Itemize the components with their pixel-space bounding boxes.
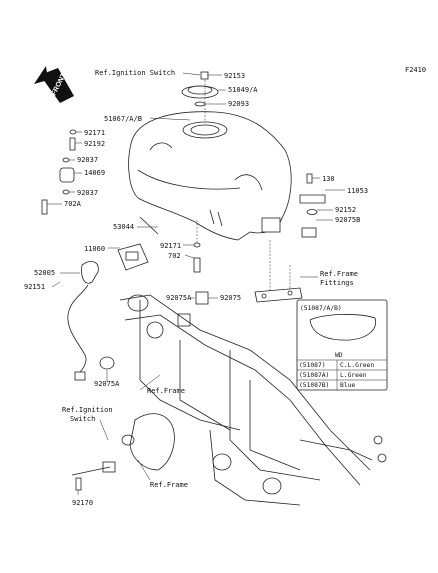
inset-row-1-desc: C.L.Green xyxy=(340,362,374,369)
fuel-tank xyxy=(128,111,292,241)
inset-row-2-desc: L.Green xyxy=(340,372,367,379)
callout-92171-a: 92171 xyxy=(84,129,105,137)
left-fuel-parts xyxy=(41,129,77,215)
inset-note: WD xyxy=(335,352,343,359)
callout-ref-frame-bottom: Ref.Frame xyxy=(150,481,188,489)
frame-fittings-bracket xyxy=(254,287,303,303)
callout-92171-b: 92171 xyxy=(160,242,181,250)
fuel-sensor-assembly xyxy=(67,261,99,381)
callout-14069: 14069 xyxy=(84,169,105,177)
callout-51049: 51049/A xyxy=(228,86,258,94)
figure-code: F2410 xyxy=(405,66,426,74)
callout-ref-frame-mid: Ref.Frame xyxy=(147,387,185,395)
emblem-inset: (51087/A/B) WD (51087) C.L.Green (51087A… xyxy=(296,299,388,391)
steering-head-area xyxy=(71,413,175,491)
callout-ref-frame-fittings-1: Ref.Frame xyxy=(320,270,358,278)
callout-51067: 51067/A/B xyxy=(104,115,142,123)
callout-92075a-1: 92075A xyxy=(166,294,192,302)
callout-11053: 11053 xyxy=(347,187,368,195)
pipe-and-bracket xyxy=(117,216,159,271)
callout-11060: 11060 xyxy=(84,245,105,253)
inset-row-3-desc: Blue xyxy=(340,382,355,389)
fuel-cap-assembly xyxy=(181,71,219,107)
callout-92151: 92151 xyxy=(24,283,45,291)
inset-row-2-code: (51087A) xyxy=(299,372,329,379)
callout-130: 130 xyxy=(322,175,335,183)
callout-92153: 92153 xyxy=(224,72,245,80)
callout-92192: 92192 xyxy=(84,140,105,148)
callout-92037-a: 92037 xyxy=(77,156,98,164)
motorcycle-frame xyxy=(119,294,387,506)
callout-92170: 92170 xyxy=(72,499,93,507)
callout-labels: Ref.Ignition Switch 92153 51049/A 92093 … xyxy=(24,69,368,507)
callout-92093: 92093 xyxy=(228,100,249,108)
callout-ref-ignition-switch-bottom-2: Switch xyxy=(70,415,95,423)
front-arrow-icon: FRONT xyxy=(34,66,74,103)
callout-ref-frame-fittings-2: Fittings xyxy=(320,279,354,287)
clip-and-rod xyxy=(193,242,201,273)
inset-row-3-code: (51087B) xyxy=(299,382,329,389)
callout-92075b: 92075B xyxy=(335,216,360,224)
callout-92037-b: 92037 xyxy=(77,189,98,197)
callout-92075a-2: 92075A xyxy=(94,380,120,388)
callout-92152: 92152 xyxy=(335,206,356,214)
leader-lines xyxy=(47,72,345,495)
inset-row-1-code: (51087) xyxy=(299,362,326,369)
callout-92075: 92075 xyxy=(220,294,241,302)
right-bracket-parts xyxy=(299,173,326,238)
callout-ref-ignition-switch-top: Ref.Ignition Switch xyxy=(95,69,175,77)
inset-title: (51087/A/B) xyxy=(300,305,342,312)
emblem-icon xyxy=(309,314,377,341)
callout-ref-ignition-switch-bottom-1: Ref.Ignition xyxy=(62,406,113,414)
callout-53044: 53044 xyxy=(113,223,134,231)
callout-52005: 52005 xyxy=(34,269,55,277)
callout-702: 702 xyxy=(168,252,181,260)
callout-702a: 702A xyxy=(64,200,82,208)
rubber-dampers xyxy=(99,291,209,370)
